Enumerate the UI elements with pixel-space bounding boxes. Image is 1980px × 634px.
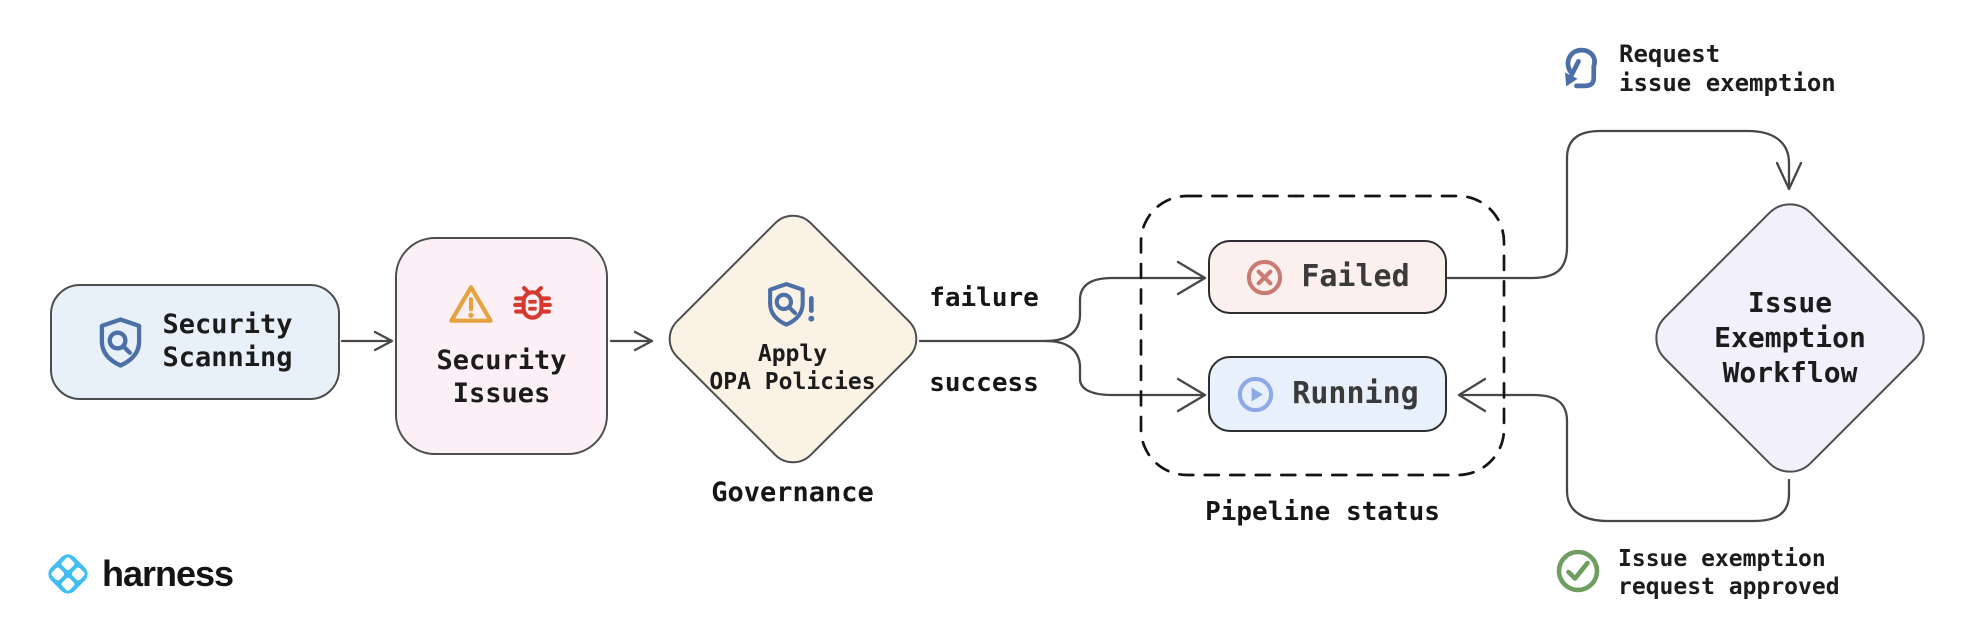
exemption-diamond-content: Issue Exemption Workflow: [1633, 197, 1947, 478]
issue-exemption-workflow-label: Issue Exemption Workflow: [1714, 286, 1866, 389]
check-circle-icon: [1556, 549, 1600, 593]
brand-harness: harness: [44, 550, 234, 598]
failed-label: Failed: [1301, 258, 1410, 294]
exemption-approved-annotation: Issue exemption request approved: [1554, 545, 1840, 601]
apply-opa-label: Apply OPA Policies: [709, 340, 876, 395]
shield-search-icon: [100, 316, 142, 368]
security-issues-label: Security Issues: [436, 344, 567, 409]
node-failed: Failed: [1208, 240, 1447, 314]
x-circle-icon: [1247, 259, 1283, 295]
edge-failure-branch: [1044, 260, 1207, 343]
security-issues-icons: [448, 282, 555, 327]
failure-edge-label: failure: [929, 283, 1039, 313]
edge-issues-to-opa: [609, 330, 654, 352]
pipeline-status-caption: Pipeline status: [1205, 497, 1440, 527]
exemption-approved-label: Issue exemption request approved: [1618, 546, 1840, 601]
warning-triangle-icon: [449, 285, 493, 323]
node-issue-exemption-workflow: Issue Exemption Workflow: [1633, 190, 1947, 485]
pipeline-status-group-border: [1139, 194, 1506, 477]
node-security-issues: Security Issues: [395, 237, 608, 455]
shield-policy-alert-icon: [768, 282, 815, 327]
harness-logo-icon: [48, 554, 88, 594]
node-apply-opa-policies: Apply OPA Policies: [655, 203, 930, 474]
edge-success-branch: [1044, 339, 1207, 413]
opa-diamond-content: Apply OPA Policies: [655, 205, 930, 472]
success-edge-label: success: [929, 368, 1039, 398]
tap-gesture-icon: [1564, 47, 1597, 89]
request-exemption-label: Request issue exemption: [1619, 40, 1836, 98]
brand-harness-wordmark: harness: [102, 553, 234, 594]
security-scanning-label: Security Scanning: [162, 309, 293, 373]
node-security-scanning: Security Scanning: [50, 284, 340, 400]
governance-caption: Governance: [711, 477, 874, 508]
running-label: Running: [1292, 375, 1419, 411]
bug-icon: [513, 285, 552, 320]
edge-exemption-to-running: [1457, 377, 1791, 523]
edge-scanning-to-issues: [340, 330, 394, 352]
request-exemption-annotation: Request issue exemption: [1558, 40, 1836, 99]
edge-failed-to-exemption: [1446, 129, 1803, 280]
node-running: Running: [1208, 356, 1447, 432]
play-circle-icon: [1238, 376, 1274, 412]
